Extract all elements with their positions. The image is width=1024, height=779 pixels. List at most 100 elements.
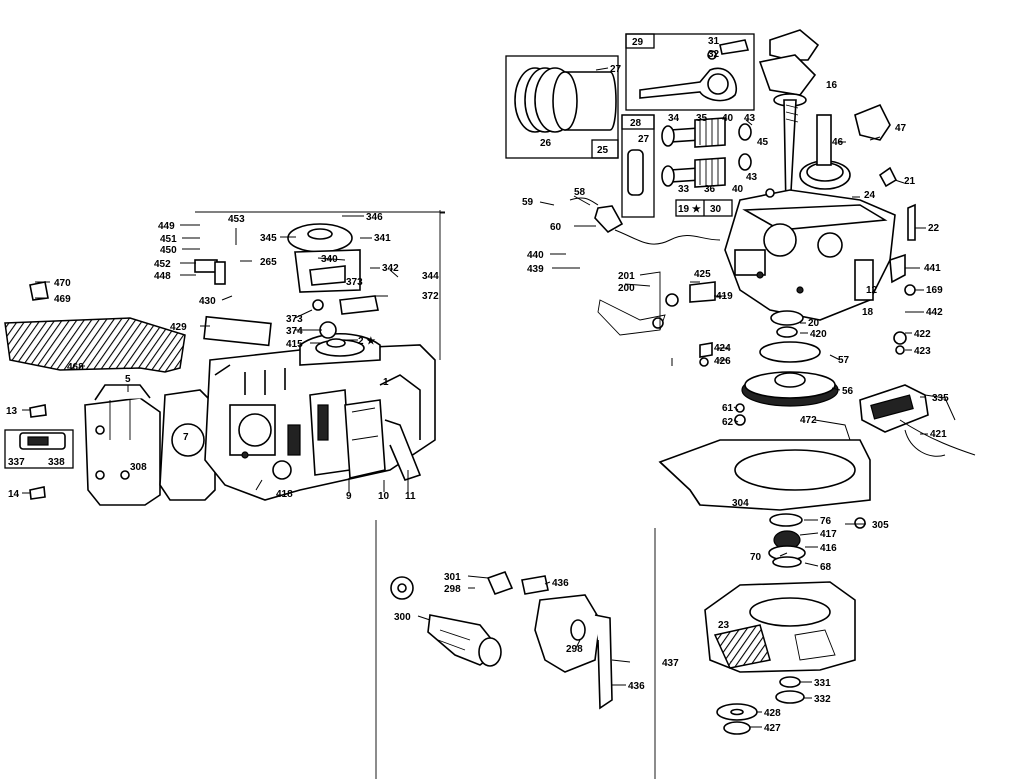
piston-assembly [505, 55, 619, 159]
callout-373-top: 373 [346, 277, 363, 288]
callout-418: 418 [276, 489, 293, 500]
callout-36: 36 [704, 184, 716, 195]
starter-motor-300 [390, 570, 514, 667]
callout-342: 342 [382, 263, 399, 274]
callout-1: 1 [383, 377, 389, 388]
callout-417: 417 [820, 529, 837, 540]
callout-304: 304 [732, 498, 749, 509]
callout-14: 14 [8, 489, 20, 500]
callout-426: 426 [714, 356, 731, 367]
callout-427: 427 [764, 723, 781, 734]
callout-10: 10 [378, 491, 390, 502]
callout-24: 24 [864, 190, 876, 201]
callout-298-bottom: 298 [566, 644, 583, 655]
callout-423: 423 [914, 346, 931, 357]
callout-25: 25 [597, 145, 609, 156]
callout-448: 448 [154, 271, 171, 282]
callout-68: 68 [820, 562, 832, 573]
divider-lines [195, 210, 656, 779]
callout-415: 415 [286, 339, 303, 350]
callout-12: 12 [866, 285, 878, 296]
callout-40-top: 40 [722, 113, 734, 124]
callout-436-top: 436 [552, 578, 569, 589]
callout-7: 7 [183, 432, 189, 443]
callout-169: 169 [926, 285, 943, 296]
callout-429: 429 [170, 322, 187, 333]
callout-27-top: 27 [610, 64, 622, 75]
blower-housing-304 [658, 439, 871, 511]
governor-wire [569, 197, 721, 245]
callout-201: 201 [618, 271, 635, 282]
callout-13: 13 [6, 406, 18, 417]
callout-437: 437 [662, 658, 679, 669]
starter-cup-298 [521, 575, 613, 710]
callout-416: 416 [820, 543, 837, 554]
callout-32: 32 [708, 49, 720, 60]
callout-19: 19 ★ [678, 204, 701, 215]
callout-9: 9 [346, 491, 352, 502]
callout-305: 305 [872, 520, 889, 531]
callout-46: 46 [832, 137, 844, 148]
callout-424: 424 [714, 343, 731, 354]
callout-442: 442 [926, 307, 943, 318]
callout-265: 265 [260, 257, 277, 268]
callout-62: 62 [722, 417, 734, 428]
callout-472: 472 [800, 415, 817, 426]
callout-449: 449 [158, 221, 175, 232]
callout-33: 33 [678, 184, 690, 195]
callout-21: 21 [904, 176, 916, 187]
callout-421: 421 [930, 429, 947, 440]
pulley-stack-70 [768, 513, 806, 568]
callout-331: 331 [814, 678, 831, 689]
callout-35: 35 [696, 113, 708, 124]
callout-453: 453 [228, 214, 245, 225]
callout-436-bottom: 436 [628, 681, 645, 692]
crankshaft-16 [758, 29, 820, 211]
callout-70: 70 [750, 552, 762, 563]
callout-23: 23 [718, 620, 730, 631]
callout-200: 200 [618, 283, 635, 294]
callout-344: 344 [422, 271, 439, 282]
callout-372: 372 [422, 291, 439, 302]
head-gasket-7 [159, 389, 216, 501]
callout-439: 439 [527, 264, 544, 275]
callout-31: 31 [708, 36, 720, 47]
callout-27-box: 27 [638, 134, 650, 145]
bracket-201-200 [597, 271, 716, 336]
callout-422: 422 [914, 329, 931, 340]
callout-300: 300 [394, 612, 411, 623]
callout-60: 60 [550, 222, 562, 233]
callout-308: 308 [130, 462, 147, 473]
gasket-468 [4, 317, 186, 373]
ignition-module-335 [859, 384, 976, 457]
callout-28: 28 [630, 118, 642, 129]
callout-450: 450 [160, 245, 177, 256]
callout-45: 45 [757, 137, 769, 148]
callout-425: 425 [694, 269, 711, 280]
callout-345: 345 [260, 233, 277, 244]
callout-346: 346 [366, 212, 383, 223]
callout-469: 469 [54, 294, 71, 305]
callout-20: 20 [808, 318, 820, 329]
callout-428: 428 [764, 708, 781, 719]
callout-22: 22 [928, 223, 940, 234]
callout-43-top: 43 [744, 113, 756, 124]
callout-34: 34 [668, 113, 680, 124]
callout-332: 332 [814, 694, 831, 705]
small-left-parts [4, 259, 226, 500]
callout-61: 61 [722, 403, 734, 414]
breather-9 [344, 399, 422, 481]
connecting-rod-box-29 [625, 33, 755, 111]
cylinder-head-308 [84, 384, 161, 506]
fan-housing-23 [704, 581, 856, 673]
leader-lines [22, 67, 928, 728]
flywheel-56 [741, 310, 839, 407]
callout-451: 451 [160, 234, 177, 245]
callout-335: 335 [932, 393, 949, 404]
callout-labels: 449 451 450 452 448 453 265 346 345 341 … [6, 36, 949, 734]
callout-2: 2 ★ [358, 336, 375, 347]
callout-43-bottom: 43 [746, 172, 758, 183]
callout-18: 18 [862, 307, 874, 318]
callout-30: 30 [710, 204, 722, 215]
cylinder-block [204, 332, 436, 501]
